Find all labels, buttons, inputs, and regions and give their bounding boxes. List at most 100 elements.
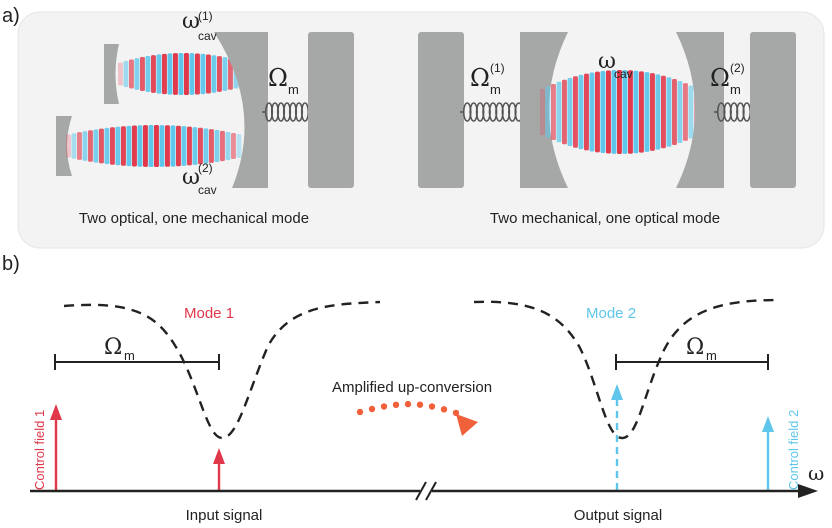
upconversion-dotted-arrow bbox=[356, 400, 460, 417]
dot bbox=[392, 401, 400, 408]
wave-stripe bbox=[145, 56, 151, 92]
frequency-axis bbox=[30, 481, 818, 501]
wave-stripe bbox=[148, 125, 154, 167]
omega-m2: Ω bbox=[710, 64, 730, 92]
wave-stripe bbox=[192, 127, 198, 165]
omega-axis-label: ω bbox=[808, 461, 824, 485]
omega-cav-2-sup: (2) bbox=[198, 161, 213, 175]
wave-stripe bbox=[154, 125, 159, 167]
omega-m-left-b-sub: m bbox=[124, 348, 135, 363]
wave-stripe bbox=[93, 129, 99, 163]
wave-stripe bbox=[165, 125, 170, 167]
wave-stripe bbox=[551, 83, 556, 141]
omega-m1: Ω bbox=[470, 64, 490, 92]
wave-stripe bbox=[644, 72, 650, 152]
wave-stripe bbox=[650, 73, 655, 151]
control-field-2-label: Control field 2 bbox=[786, 410, 801, 490]
wave-stripe bbox=[236, 134, 242, 158]
wave-stripe bbox=[220, 130, 225, 162]
wave-stripe bbox=[633, 70, 639, 154]
dot bbox=[428, 403, 436, 410]
wave-stripe bbox=[137, 125, 143, 167]
wave-stripe bbox=[600, 70, 606, 154]
wave-stripe bbox=[211, 55, 217, 93]
wave-stripe bbox=[611, 70, 617, 154]
wave-stripe bbox=[178, 53, 184, 95]
cavity-field-single bbox=[540, 70, 699, 154]
omega-m-left-sub: m bbox=[288, 82, 299, 97]
omega-m-left: Ω bbox=[268, 64, 288, 92]
mechanical-block-right-1 bbox=[418, 32, 464, 188]
control-field-1-label: Control field 1 bbox=[32, 410, 47, 490]
wave-stripe bbox=[655, 74, 661, 150]
wave-stripe bbox=[156, 54, 162, 94]
output-signal-arrow bbox=[611, 384, 623, 490]
wave-stripe bbox=[206, 54, 211, 94]
wave-stripe bbox=[71, 133, 77, 159]
wave-stripe bbox=[228, 58, 233, 90]
omega-m1-sup: (1) bbox=[490, 61, 505, 75]
omega-m2-sup: (2) bbox=[730, 61, 745, 75]
wave-stripe bbox=[688, 85, 694, 139]
wave-stripe bbox=[198, 127, 203, 165]
amplified-upconversion-label: Amplified up-conversion bbox=[332, 379, 492, 396]
omega-cav: ω bbox=[598, 49, 616, 74]
caption-left: Two optical, one mechanical mode bbox=[79, 210, 309, 227]
wave-stripe bbox=[639, 71, 644, 153]
wave-stripe bbox=[584, 73, 589, 151]
wave-stripe bbox=[143, 125, 148, 167]
mode1-resonance-curve bbox=[63, 300, 381, 440]
omega-m-right-b-sub: m bbox=[706, 348, 717, 363]
wave-stripe bbox=[118, 62, 123, 86]
curved-mirror-left bbox=[214, 32, 268, 188]
wave-stripe bbox=[683, 83, 688, 141]
omega-cav-1-sup: (1) bbox=[198, 9, 213, 23]
wave-stripe bbox=[173, 53, 178, 95]
cavity-field-1 bbox=[118, 53, 244, 95]
wave-stripe bbox=[121, 126, 126, 166]
input-signal-label: Input signal bbox=[186, 507, 263, 524]
wave-stripe bbox=[203, 128, 209, 164]
dot bbox=[380, 403, 388, 410]
omega-m-left-b: Ω bbox=[104, 335, 122, 360]
dot bbox=[452, 409, 460, 417]
control-field-2-arrow bbox=[762, 416, 774, 490]
dot bbox=[416, 401, 424, 408]
wave-stripe bbox=[167, 53, 173, 95]
wave-stripe bbox=[606, 70, 611, 154]
wave-stripe bbox=[184, 53, 189, 95]
wave-stripe bbox=[195, 53, 200, 95]
wave-stripe bbox=[231, 132, 236, 160]
wave-stripe bbox=[622, 70, 628, 154]
wave-stripe bbox=[209, 129, 214, 163]
wave-stripe bbox=[176, 125, 181, 167]
wave-stripe bbox=[170, 125, 176, 167]
cavity-field-2 bbox=[66, 125, 242, 167]
wave-stripe bbox=[666, 77, 672, 147]
omega-m1-sub: m bbox=[490, 82, 501, 97]
wave-stripe bbox=[545, 86, 551, 138]
omega-cav-2: ω bbox=[182, 165, 200, 190]
wave-stripe bbox=[661, 75, 666, 149]
mechanical-block-right-2 bbox=[750, 32, 796, 188]
mode2-resonance-curve bbox=[473, 298, 781, 440]
wave-stripe bbox=[140, 57, 145, 91]
wave-stripe bbox=[573, 76, 578, 148]
wave-stripe bbox=[628, 70, 633, 154]
wave-stripe bbox=[567, 77, 573, 147]
wave-stripe bbox=[151, 55, 156, 93]
mode1-label: Mode 1 bbox=[184, 305, 234, 322]
panel-b-label: b) bbox=[2, 253, 20, 275]
wave-stripe bbox=[189, 53, 195, 95]
wave-stripe bbox=[132, 125, 137, 167]
mode2-label: Mode 2 bbox=[586, 305, 636, 322]
upconversion-arrowhead bbox=[456, 414, 478, 436]
control-field-1-arrow bbox=[50, 404, 62, 490]
mechanical-block-left bbox=[308, 32, 354, 188]
panel-a-label: a) bbox=[2, 5, 20, 27]
omega-m-bracket-left bbox=[54, 354, 220, 370]
wave-stripe bbox=[88, 130, 93, 162]
wave-stripe bbox=[99, 128, 104, 164]
wave-stripe bbox=[129, 59, 134, 89]
